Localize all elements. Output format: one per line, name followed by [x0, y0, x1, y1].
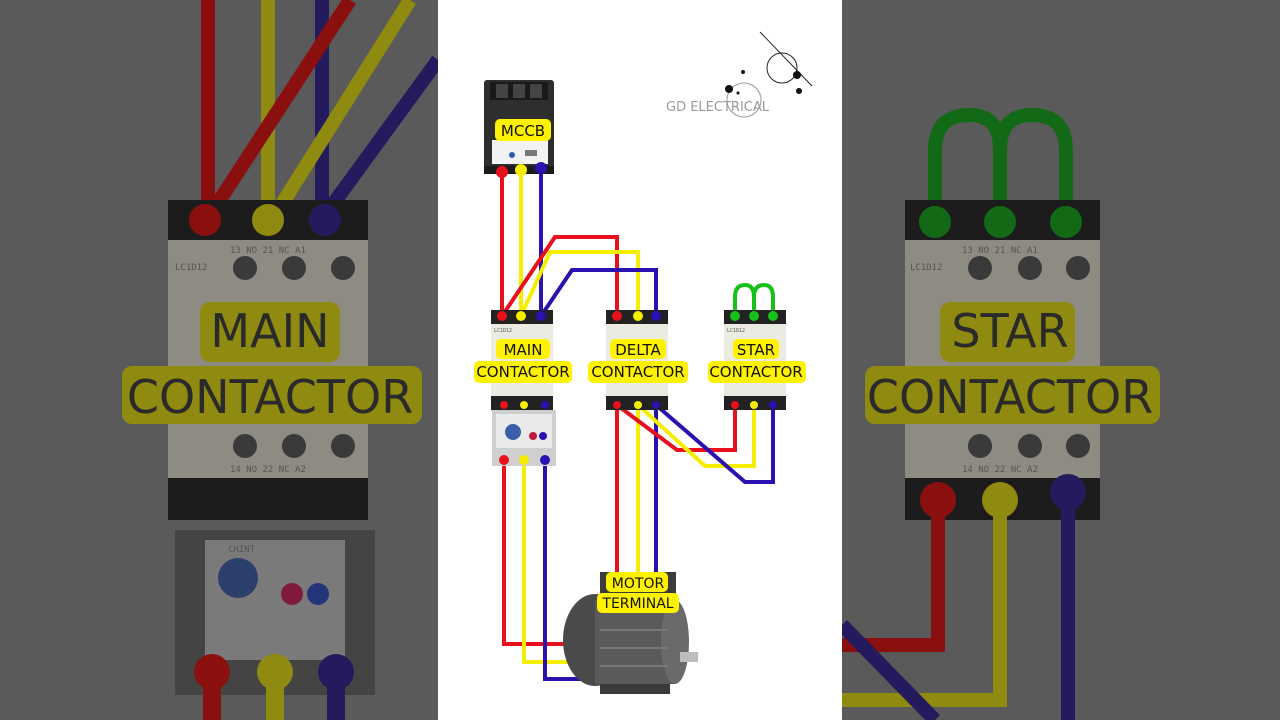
- left-model-label: LC1D12: [175, 263, 208, 273]
- left-big-label-line2: CONTACTOR: [127, 370, 413, 424]
- left-relay-brand: CHINT: [228, 545, 256, 555]
- main-contactor-label-line2: CONTACTOR: [476, 363, 569, 381]
- wire-main-delta-b: [539, 268, 658, 318]
- star-contactor-label-bg-1: [733, 339, 779, 359]
- star-contactor-label-line2: CONTACTOR: [709, 363, 802, 381]
- left-bottom-terminal-labels: 14 NO 22 NC A2: [230, 465, 306, 475]
- wire-main-delta-r: [500, 235, 619, 318]
- main-contactor-model: LC1D12: [494, 328, 512, 334]
- left-background-panel: 13 NO 21 NC A1 LC1D12 14 NO 22 NC A2 MAI…: [0, 0, 444, 720]
- star-contactor[interactable]: LC1D12: [724, 310, 786, 410]
- main-contactor[interactable]: LC1D12: [491, 310, 553, 410]
- delta-contactor[interactable]: [606, 310, 668, 410]
- delta-contactor-label-line1: DELTA: [615, 341, 661, 359]
- right-background-panel: 13 NO 21 NC A1 LC1D12 14 NO 22 NC A2 STA…: [836, 0, 1280, 720]
- motor-terminal-label-line1: MOTOR: [612, 576, 665, 592]
- brand-name: GD ELECTRICAL: [666, 100, 770, 115]
- right-big-label-line2: CONTACTOR: [867, 370, 1153, 424]
- wire-delta-star-b: [654, 403, 775, 484]
- right-model-label: LC1D12: [910, 263, 943, 273]
- delta-contactor-label-bg-2: [588, 361, 688, 383]
- main-contactor-label-bg-1: [496, 339, 550, 359]
- mccb-label-bg: [495, 119, 551, 141]
- main-contactor-label-bg-2: [474, 361, 572, 383]
- left-big-label-line1: MAIN: [210, 304, 329, 358]
- brand-logo: [725, 31, 813, 118]
- star-link-2: [752, 282, 775, 316]
- star-contactor-label-line1: STAR: [737, 341, 775, 359]
- right-bottom-terminal-labels: 14 NO 22 NC A2: [962, 465, 1038, 475]
- delta-contactor-label-bg-1: [610, 339, 666, 359]
- overload-relay[interactable]: [492, 410, 556, 466]
- left-top-terminal-labels: 13 NO 21 NC A1: [230, 246, 306, 256]
- star-contactor-model: LC1D12: [727, 328, 745, 334]
- motor-terminal-label-bg-2: [597, 593, 679, 613]
- right-big-label-line1: STAR: [951, 304, 1068, 358]
- right-top-terminal-labels: 13 NO 21 NC A1: [962, 246, 1038, 256]
- motor-terminal-label-bg-1: [606, 572, 668, 592]
- motor-terminal-label-line2: TERMINAL: [601, 596, 673, 612]
- mccb-label: MCCB: [501, 122, 545, 140]
- wire-main-delta-y: [519, 250, 640, 317]
- delta-contactor-label-line2: CONTACTOR: [591, 363, 684, 381]
- main-contactor-label-line1: MAIN: [504, 341, 543, 359]
- star-contactor-label-bg-2: [708, 361, 806, 383]
